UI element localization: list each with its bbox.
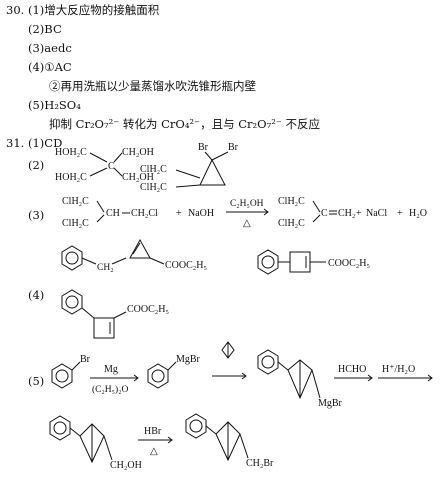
rxn5-mgbr1: MgBr [176, 354, 201, 365]
row4-structure: COOC₂H₅ [61, 289, 169, 339]
q31-part-3-label: (3) [28, 208, 45, 222]
q30-answer-5: (5)H₂SO₄ [28, 98, 81, 112]
rxn5-delta: △ [150, 446, 158, 457]
rxn5-ch2oh: CH₂OH [110, 460, 142, 471]
q31-answer-1: (1)CD [28, 136, 63, 150]
rxn3-plus2: + [356, 208, 362, 219]
rxn3-ch: CH [106, 208, 120, 219]
q31-part-4-label: (4) [28, 288, 45, 302]
q30-number: 30. [6, 3, 25, 17]
q31-part-5-label: (5) [28, 374, 45, 388]
q31-part-2-label: (2) [28, 158, 45, 172]
reaction-5-row1: Br Mg (C₂H₅)₂O MgBr MgBr HCHO H⁺/H₂O [51, 341, 433, 409]
rxn5-mg: Mg [104, 364, 118, 375]
rxn5-hbr: HBr [144, 426, 162, 437]
rxn3-c: C [321, 208, 328, 219]
rxn3-p2: ClH₂C [278, 218, 305, 229]
rxn3-h2o: H₂O [409, 208, 427, 219]
rxn3-r1: ClH₂C [62, 196, 89, 207]
rxn3-nacl: NaCl [366, 208, 387, 219]
rxn3-cond-top: C₂H₅OH [230, 199, 264, 209]
label-clh2c-a: ClH₂C [140, 164, 167, 175]
rxn3-plus1: + [176, 208, 182, 219]
label-br-2: Br [228, 142, 239, 153]
row3b-ester2: COOC₂H₅ [328, 258, 370, 269]
rxn5-hcho: HCHO [338, 364, 366, 375]
row4-ester: COOC₂H₅ [127, 304, 169, 315]
rxn5-solvent: (C₂H₅)₂O [92, 384, 128, 395]
q30-answer-4b: ②再用洗瓶以少量蒸馏水吹洗锥形瓶内壁 [49, 79, 256, 93]
rxn3-cond-bot: △ [243, 218, 251, 229]
label-ch2oh-a: CH₂OH [122, 147, 154, 158]
pentaerythritol-structure: HOH₂C HOH₂C CH₂OH CH₂OH C [55, 147, 154, 183]
rxn5-br: Br [80, 354, 91, 365]
label-br-1: Br [198, 142, 209, 153]
label-ch2oh-b: CH₂OH [122, 172, 154, 183]
q30-answer-5b: 抑制 Cr₂O₇²⁻ 转化为 CrO₄²⁻，且与 Cr₂O₇²⁻ 不反应 [49, 117, 321, 131]
rxn3-ch2: CH₂ [338, 208, 355, 219]
label-hoh2c-b: HOH₂C [55, 172, 87, 183]
label-hoh2c-a: HOH₂C [55, 147, 87, 158]
rxn3-naoh: NaOH [188, 208, 214, 219]
row3b-ch2: CH₂ [97, 263, 114, 273]
rxn3-ch2cl: CH₂Cl [131, 208, 158, 219]
rxn3-p1: ClH₂C [278, 196, 305, 207]
rxn3-plus3: + [397, 208, 403, 219]
q30-answer-1: (1)增大反应物的接触面积 [28, 3, 160, 17]
row3b-structures: CH₂ COOC₂H₅ COOC₂H₅ [61, 238, 370, 275]
reaction-3: ClH₂C ClH₂C CH CH₂Cl + NaOH C₂H₅OH △ ClH… [62, 196, 427, 229]
label-clh2c-b: ClH₂C [140, 182, 167, 193]
rxn5-ch2br: CH₂Br [246, 458, 274, 469]
q30-answer-2: (2)BC [28, 22, 62, 36]
q30-answer-4: (4)①AC [28, 60, 72, 74]
row3b-ester1: COOC₂H₅ [165, 260, 207, 271]
reaction-5-row2: CH₂OH HBr △ CH₂Br [49, 413, 274, 471]
dibromocyclopropane-structure: Br Br ClH₂C ClH₂C [140, 142, 239, 193]
rxn3-r2: ClH₂C [62, 218, 89, 229]
rxn5-mgbr2: MgBr [318, 398, 343, 409]
label-central-c: C [108, 161, 115, 172]
q31-number: 31. [6, 136, 25, 150]
q30-answer-3: (3)aedc [28, 41, 72, 55]
rxn5-h3o: H⁺/H₂O [382, 364, 415, 375]
